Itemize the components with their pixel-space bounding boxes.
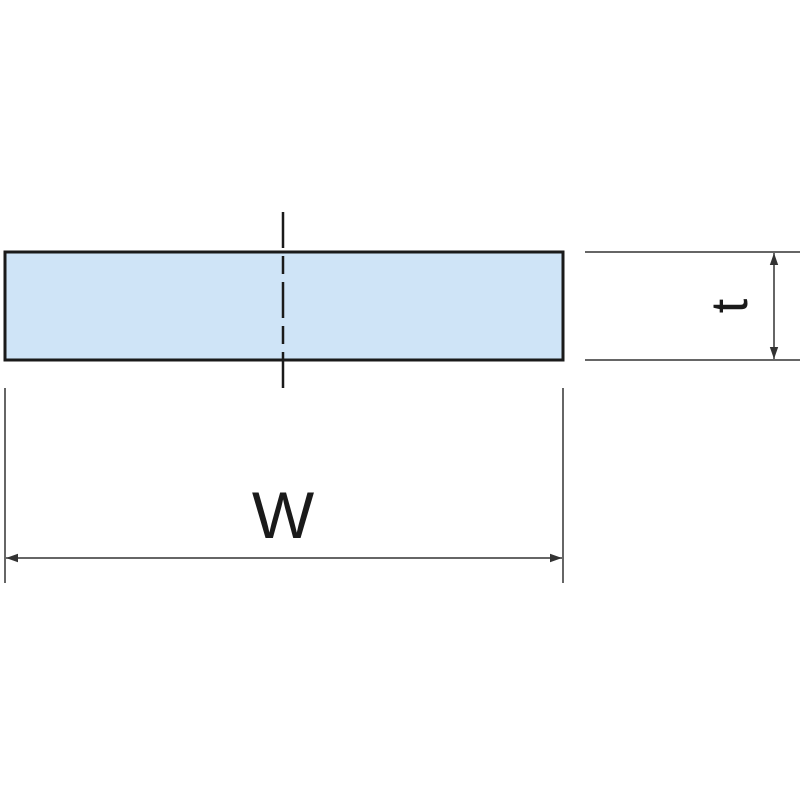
width-label: W [252,478,315,552]
thickness-label: t [701,298,759,313]
